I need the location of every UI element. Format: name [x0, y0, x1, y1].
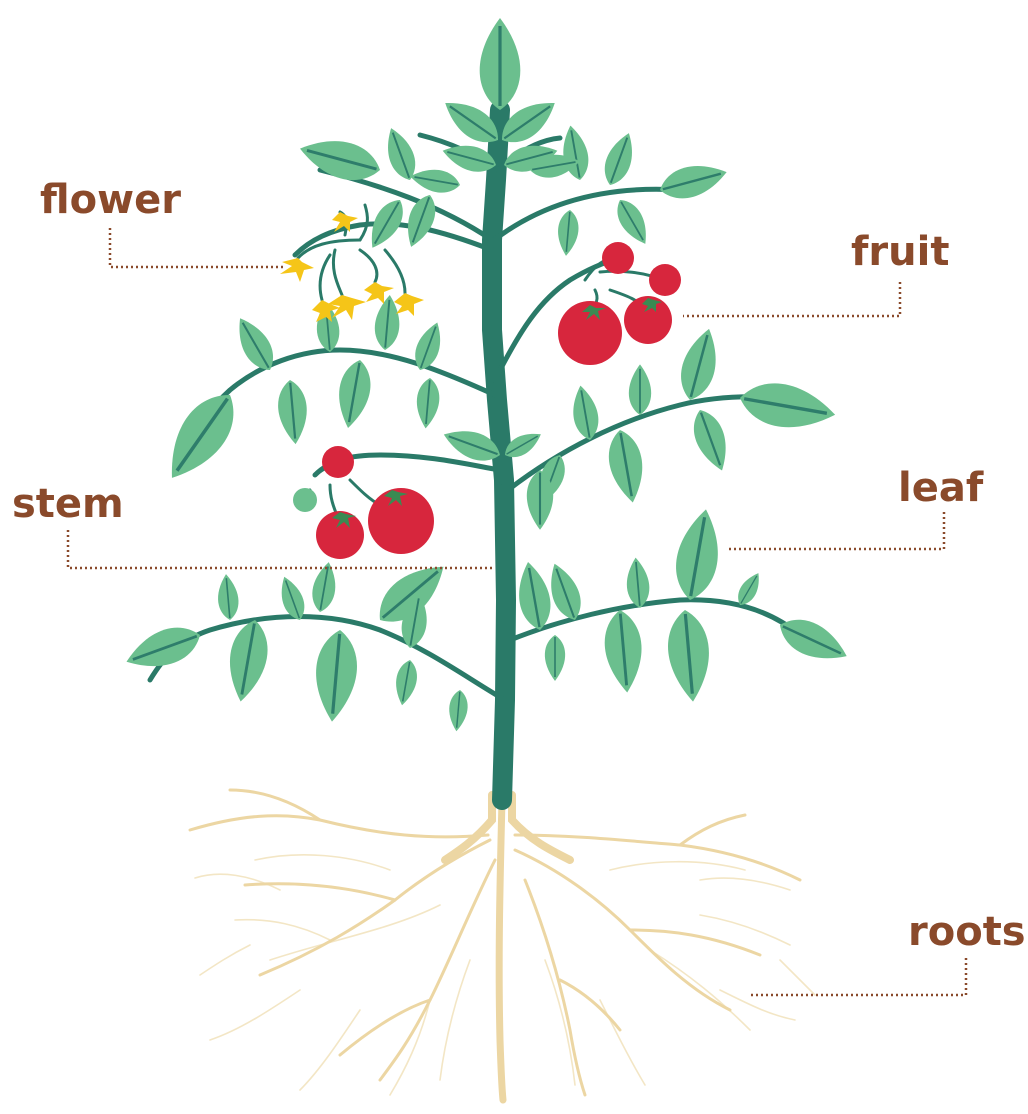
fruit-leader-line	[683, 282, 900, 316]
flower-leader-line	[110, 228, 285, 267]
leaf-label: leaf	[898, 468, 983, 508]
fruit-cluster-upper	[558, 242, 681, 365]
flower-label: flower	[40, 180, 181, 220]
leaf-leader-line	[727, 512, 944, 549]
roots	[190, 790, 815, 1100]
roots-leader-line	[748, 958, 966, 995]
fruit-cluster-lower	[293, 446, 434, 559]
fruit-label: fruit	[851, 232, 949, 272]
roots-label: roots	[908, 912, 1026, 952]
stem-label: stem	[12, 484, 124, 524]
